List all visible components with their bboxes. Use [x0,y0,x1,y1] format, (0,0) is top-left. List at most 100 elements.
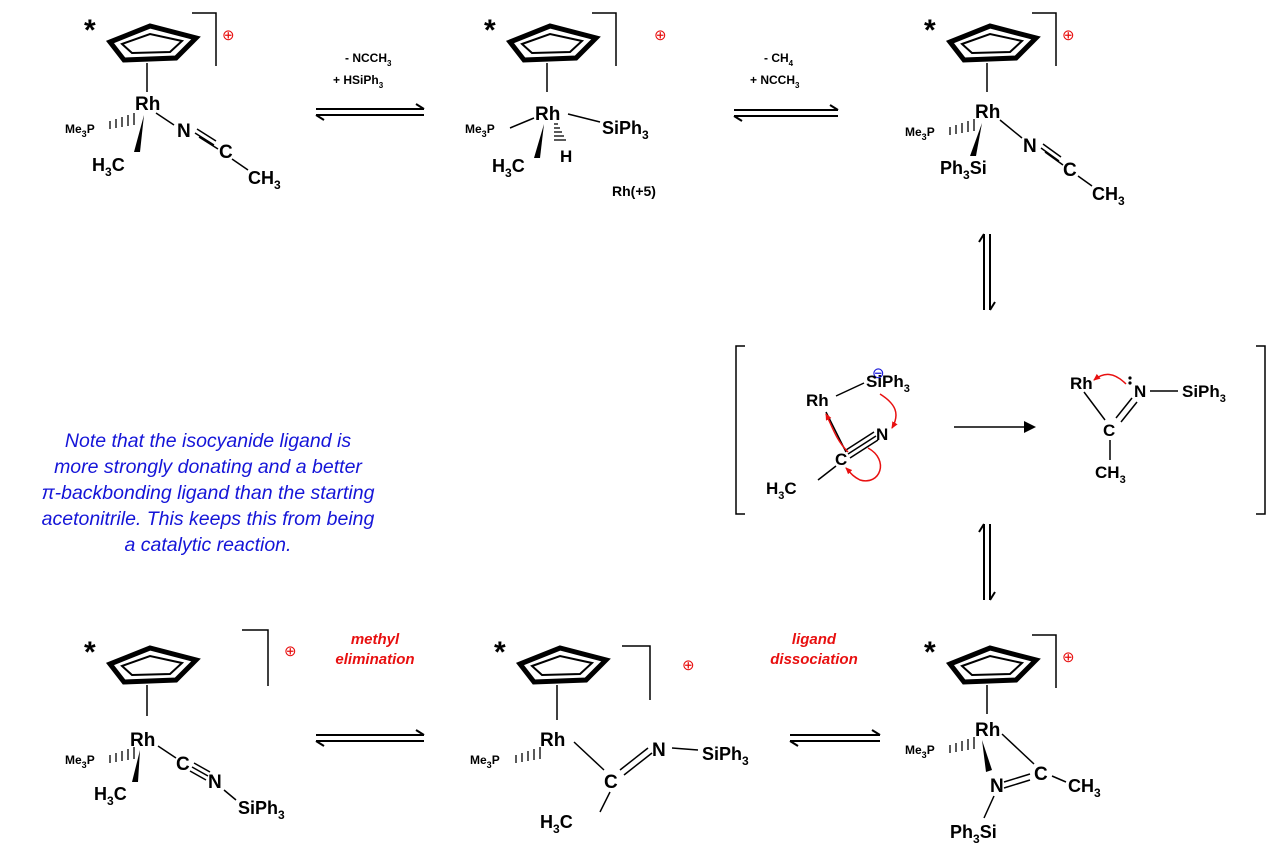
note-line: acetonitrile. This keeps this from being [41,508,375,530]
svg-text:H3C: H3C [766,479,797,502]
complex-6-azirinyl: * ⊕ Rh Me3P C N CH3 Ph3Si [905,634,1101,846]
svg-text:C: C [1103,421,1115,440]
hashed-bond [109,113,135,129]
note-line: Note that the isocyanide ligand is [64,430,352,452]
svg-text:H3C: H3C [92,155,125,179]
oxidation-state-label: Rh(+5) [612,183,656,199]
svg-text:C: C [176,754,190,775]
cp-star-label: * [84,14,96,47]
note-line: a catalytic reaction. [124,534,292,556]
complex-5-iminoacyl: * ⊕ Rh Me3P C N SiPh3 H3C [470,636,749,836]
equilibrium-arrow-ligand-dissociation: ligand dissociation [770,631,881,747]
svg-text:CH3: CH3 [1068,776,1101,800]
complex-3-silyl-acetonitrile: * ⊕ Rh Me3P Ph3Si N C CH3 [905,12,1125,208]
equilibrium-arrow-vertical-2 [978,523,996,601]
annotation-note: Note that the isocyanide ligand is more … [8,428,408,558]
svg-text:⊕: ⊕ [284,643,297,660]
svg-text:Rh: Rh [975,720,1000,741]
svg-text:+ HSiPh3: + HSiPh3 [333,73,384,90]
svg-text:H3C: H3C [540,812,573,836]
complex-2-silyl-hydride: * ⊕ Rh Me3P H3C H SiPh3 Rh(+5) [465,12,667,199]
svg-text:N: N [1023,136,1037,157]
cp-ring-icon [945,645,1041,685]
cp-ring-icon [105,645,201,685]
cp-ring-icon [105,23,201,63]
charge-plus: ⊕ [222,27,235,44]
svg-text:Me3P: Me3P [470,753,500,770]
svg-text:H: H [560,147,572,166]
svg-text:*: * [924,636,936,669]
svg-text:Rh: Rh [806,391,829,410]
svg-text:Ph3Si: Ph3Si [950,822,997,846]
svg-text:C: C [604,772,618,793]
bracketed-intermediate: ⊖ SiPh3 Rh N C H3C Rh N SiPh3 C CH3 [735,345,1266,515]
equilibrium-arrow-vertical-1 [978,233,996,311]
svg-text:C: C [1063,160,1077,181]
svg-text:SiPh3: SiPh3 [602,118,649,142]
svg-text:H3C: H3C [492,156,525,180]
svg-text:N: N [208,772,222,793]
svg-text:N: N [652,740,666,761]
svg-text:*: * [484,14,496,47]
wedge-bond [134,115,144,152]
svg-text:⊕: ⊕ [1062,649,1075,666]
svg-text:⊕: ⊕ [682,657,695,674]
svg-text:*: * [924,14,936,47]
svg-text:*: * [494,636,506,669]
svg-text:Rh: Rh [130,730,155,751]
svg-text:Me3P: Me3P [905,125,935,142]
svg-text:CH3: CH3 [1092,184,1125,208]
svg-text:Rh: Rh [1070,374,1093,393]
curly-arrow [1093,373,1127,385]
svg-text:C: C [1034,764,1048,785]
svg-text:- CH4: - CH4 [764,51,794,68]
svg-text:SiPh3: SiPh3 [238,798,285,822]
svg-text:*: * [84,636,96,669]
svg-text:C: C [219,142,233,163]
equilibrium-arrow-2: - CH4 + NCCH3 [733,51,839,122]
curly-arrow [845,447,882,482]
svg-text:CH3: CH3 [248,168,281,192]
svg-text:+ NCCH3: + NCCH3 [750,73,800,90]
svg-text:- NCCH3: - NCCH3 [345,51,392,68]
curly-arrow [825,413,849,453]
svg-text:ligand: ligand [792,631,837,648]
svg-text:⊕: ⊕ [1062,27,1075,44]
cp-ring-icon [945,23,1041,63]
svg-text:N: N [1134,382,1146,401]
complex-4-isocyanide: * ⊕ Rh Me3P H3C C N SiPh3 [65,629,297,822]
svg-text:N: N [876,425,888,444]
equilibrium-arrow-1: - NCCH3 + HSiPh3 [315,51,425,121]
svg-text:H3C: H3C [94,784,127,808]
svg-text:Rh: Rh [535,104,560,125]
equilibrium-arrow-methyl-elimination: methyl elimination [315,631,425,747]
cp-ring-icon [505,23,601,63]
n-atom: N [177,121,191,142]
svg-text:elimination: elimination [335,651,414,668]
svg-text:dissociation: dissociation [770,651,858,668]
svg-text:CH3: CH3 [1095,463,1126,486]
svg-text:Rh: Rh [975,102,1000,123]
svg-text:⊕: ⊕ [654,27,667,44]
svg-text:SiPh3: SiPh3 [702,744,749,768]
rh-atom: Rh [135,94,160,115]
note-line: π-backbonding ligand than the starting [41,482,375,504]
complex-1-methyl-acetonitrile: * ⊕ Rh Me3P H3C N C CH3 [65,12,281,192]
note-line: more strongly donating and a better [54,456,362,478]
bracket [192,12,217,66]
svg-text:N: N [990,776,1004,797]
anion-charge: ⊖ [872,365,885,382]
svg-text:SiPh3: SiPh3 [866,372,910,395]
svg-text:Ph3Si: Ph3Si [940,158,987,182]
svg-text:Me3P: Me3P [65,753,95,770]
cp-ring-icon [515,645,611,685]
svg-text:Rh: Rh [540,730,565,751]
svg-text:SiPh3: SiPh3 [1182,382,1226,405]
svg-text:Me3P: Me3P [65,122,95,139]
svg-text:methyl: methyl [351,631,400,648]
curly-arrow [879,393,898,429]
svg-text:Me3P: Me3P [465,122,495,139]
svg-text:Me3P: Me3P [905,743,935,760]
svg-text:C: C [835,450,847,469]
